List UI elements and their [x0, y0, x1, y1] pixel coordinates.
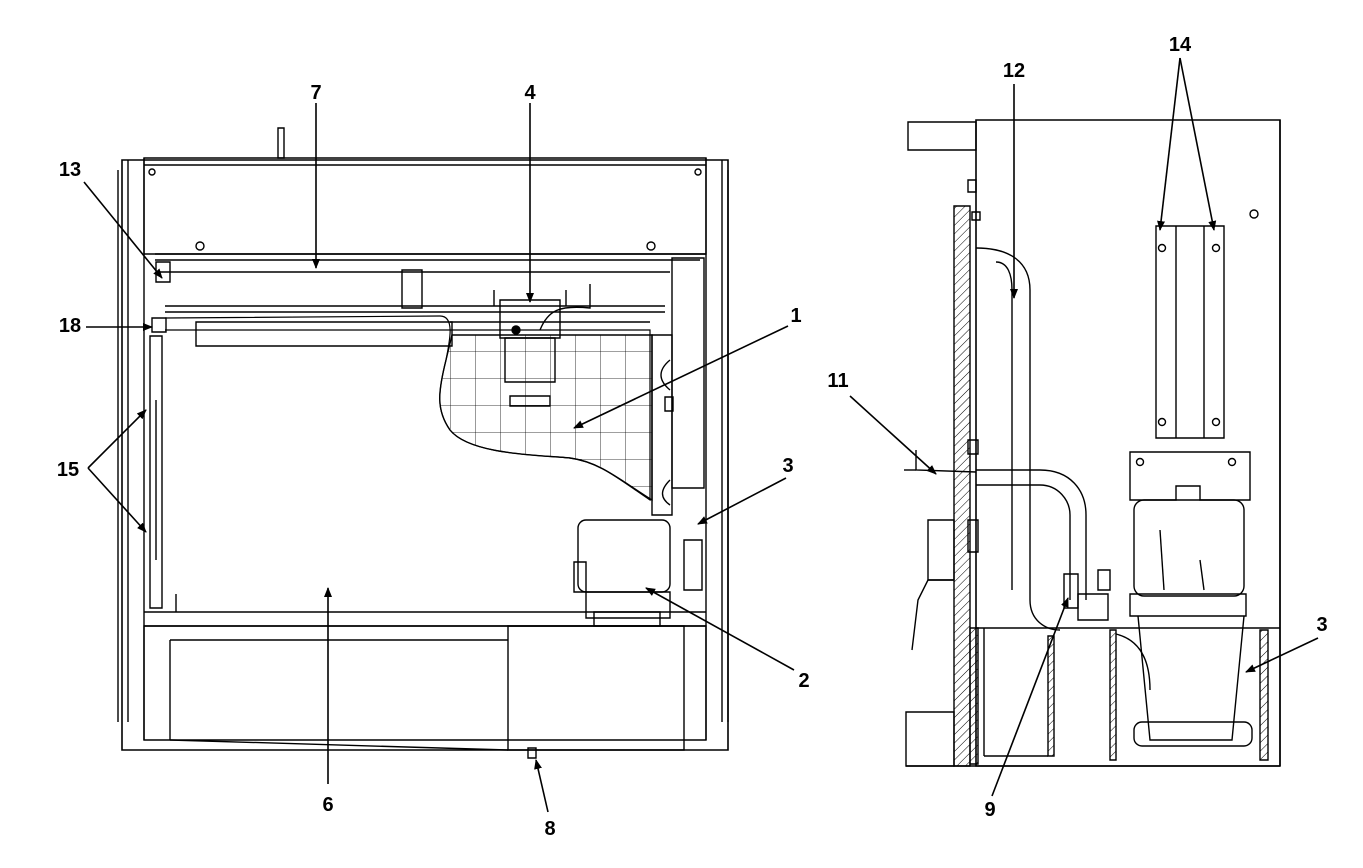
callout-3-side: 3 — [1316, 614, 1328, 636]
callout-13: 13 — [58, 159, 82, 181]
leader-8 — [534, 759, 548, 812]
callout-2: 2 — [798, 670, 810, 692]
callout-18: 18 — [58, 315, 82, 337]
leader-14b — [1180, 58, 1217, 231]
callout-9: 9 — [984, 799, 996, 821]
callout-15: 15 — [56, 459, 80, 481]
callout-7: 7 — [310, 82, 322, 104]
leader-3b — [1245, 638, 1318, 672]
front-view — [118, 128, 728, 758]
leader-11 — [850, 396, 937, 475]
callout-6: 6 — [322, 794, 334, 816]
leader-15b — [88, 468, 147, 533]
leader-15a — [88, 409, 147, 468]
callout-12: 12 — [1002, 60, 1026, 82]
callout-4: 4 — [524, 82, 536, 104]
leader-2 — [645, 588, 794, 670]
side-view — [904, 120, 1280, 766]
leader-14a — [1157, 58, 1180, 231]
callout-1: 1 — [790, 305, 802, 327]
leader-1 — [573, 326, 788, 428]
leader-3a — [697, 478, 786, 524]
callout-14: 14 — [1168, 34, 1192, 56]
callout-3-front: 3 — [782, 455, 794, 477]
callout-8: 8 — [544, 818, 556, 840]
leader-9 — [992, 597, 1068, 796]
leader-lines — [84, 58, 1318, 812]
leader-13 — [84, 182, 163, 279]
callout-11: 11 — [827, 370, 849, 392]
